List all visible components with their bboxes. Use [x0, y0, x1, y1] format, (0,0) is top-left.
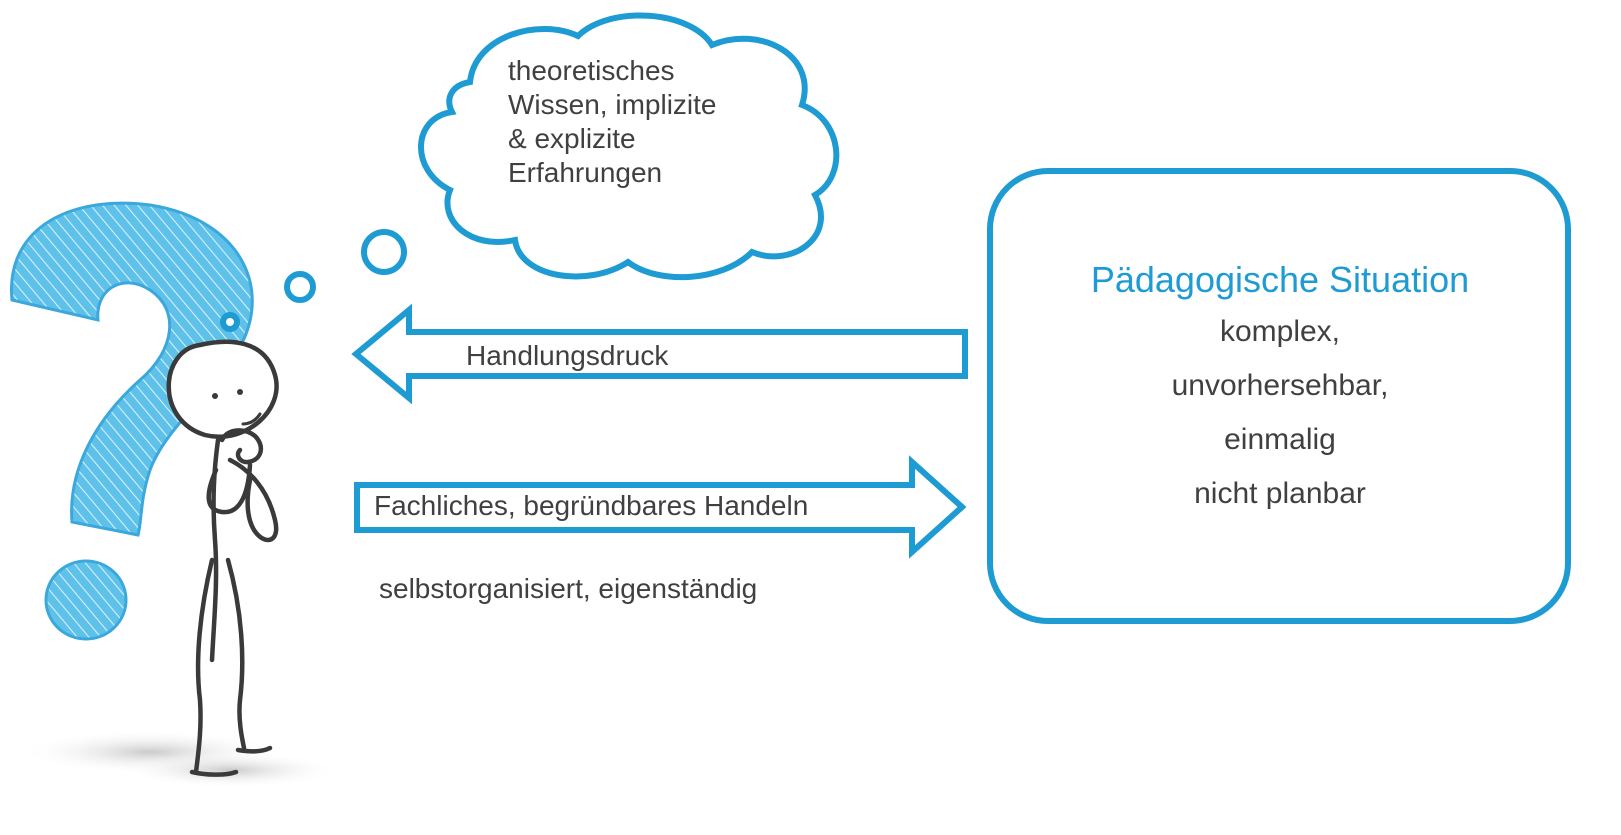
- question-mark-icon: [10, 201, 254, 641]
- thinking-stick-figure-icon: [166, 339, 279, 777]
- situation-box: [987, 168, 1571, 624]
- situation-title: Pädagogische Situation: [1090, 259, 1470, 300]
- handlungsdruck-arrow: [351, 303, 968, 405]
- situation-line: komplex,: [1219, 315, 1341, 348]
- situation-line: nicht planbar: [1194, 477, 1366, 510]
- cloud-line: Erfahrungen: [508, 157, 663, 188]
- fachliches-handeln-label: Fachliches, begründbares Handeln: [374, 490, 809, 521]
- thought-cloud-shape: [418, 12, 840, 281]
- cloud-line: & explizite: [508, 123, 636, 154]
- situation-line: unvorhersehbar,: [1171, 369, 1389, 402]
- handlungsdruck-label: Handlungsdruck: [466, 340, 669, 371]
- thought-bubbles: [220, 229, 407, 332]
- situation-line: einmalig: [1224, 423, 1336, 456]
- selbstorganisiert-text: selbstorganisiert, eigenständig: [379, 573, 758, 604]
- thought-cloud-text: theoretisches Wissen, implizite & expliz…: [508, 54, 716, 190]
- fachliches-handeln-arrow: [354, 455, 967, 559]
- ground-shadow: [20, 730, 340, 788]
- situation-box-text: Pädagogische Situation komplex, unvorher…: [990, 255, 1570, 521]
- cloud-line: theoretisches: [508, 55, 675, 86]
- cloud-line: Wissen, implizite: [508, 89, 717, 120]
